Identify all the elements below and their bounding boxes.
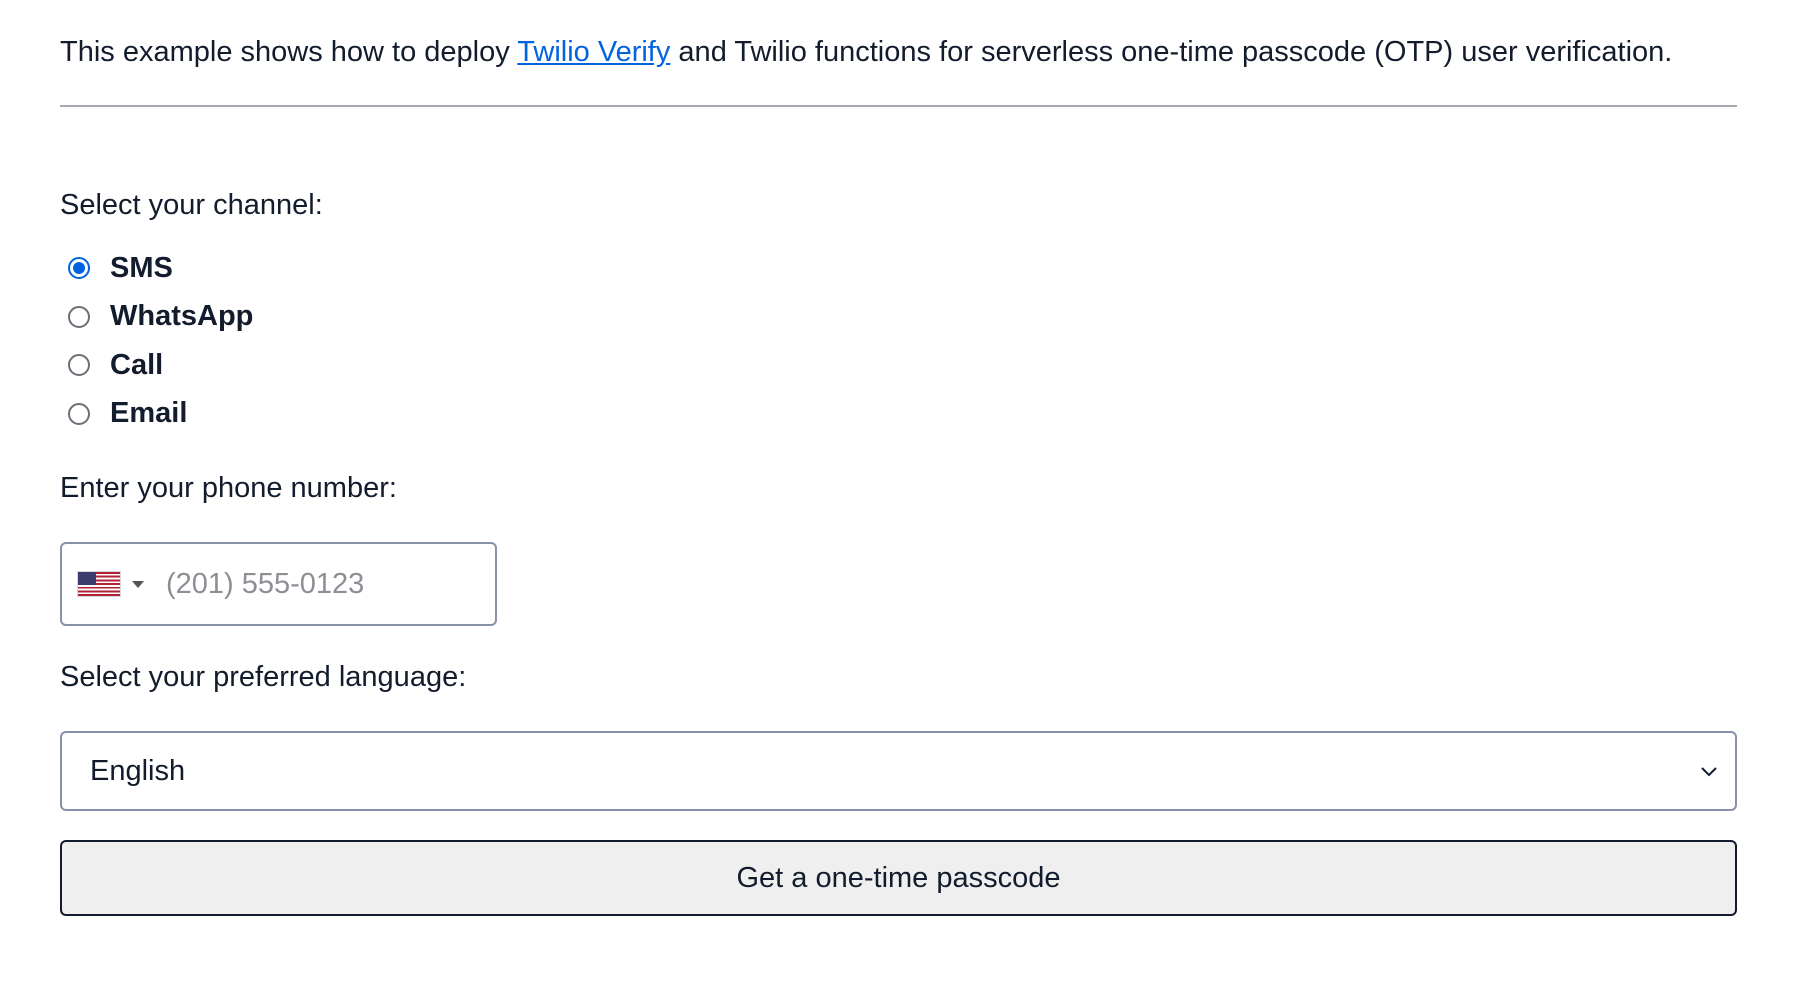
us-flag-icon xyxy=(78,572,120,596)
channel-label: Select your channel: xyxy=(60,189,323,221)
sms-radio[interactable] xyxy=(68,257,90,280)
phone-label: Enter your phone number: xyxy=(60,472,397,504)
whatsapp-radio-label: WhatsApp xyxy=(110,300,254,333)
caret-down-icon xyxy=(132,580,144,588)
phone-number-input[interactable] xyxy=(164,566,468,602)
intro-suffix: and Twilio functions for serverless one-… xyxy=(670,36,1673,68)
channel-option-whatsapp[interactable]: WhatsApp xyxy=(68,293,253,342)
divider xyxy=(60,105,1737,107)
channel-option-call[interactable]: Call xyxy=(68,341,253,390)
email-radio-label: Email xyxy=(110,397,188,430)
email-radio[interactable] xyxy=(68,402,90,425)
call-radio[interactable] xyxy=(68,354,90,377)
intro-text: This example shows how to deploy Twilio … xyxy=(60,32,1672,72)
channel-option-sms[interactable]: SMS xyxy=(68,244,253,293)
language-selected-value: English xyxy=(90,754,186,787)
sms-radio-label: SMS xyxy=(110,251,173,284)
intro-prefix: This example shows how to deploy xyxy=(60,36,518,68)
twilio-verify-link[interactable]: Twilio Verify xyxy=(517,36,671,68)
chevron-down-icon xyxy=(1701,767,1717,777)
get-passcode-button[interactable]: Get a one-time passcode xyxy=(60,840,1737,916)
channel-radio-group: SMS WhatsApp Call Email xyxy=(68,244,253,438)
country-code-select[interactable] xyxy=(78,572,144,596)
language-label: Select your preferred language: xyxy=(60,661,467,693)
whatsapp-radio[interactable] xyxy=(68,305,90,328)
channel-option-email[interactable]: Email xyxy=(68,390,253,439)
phone-input-group xyxy=(60,542,497,626)
call-radio-label: Call xyxy=(110,348,164,381)
language-select[interactable]: English xyxy=(60,731,1737,811)
